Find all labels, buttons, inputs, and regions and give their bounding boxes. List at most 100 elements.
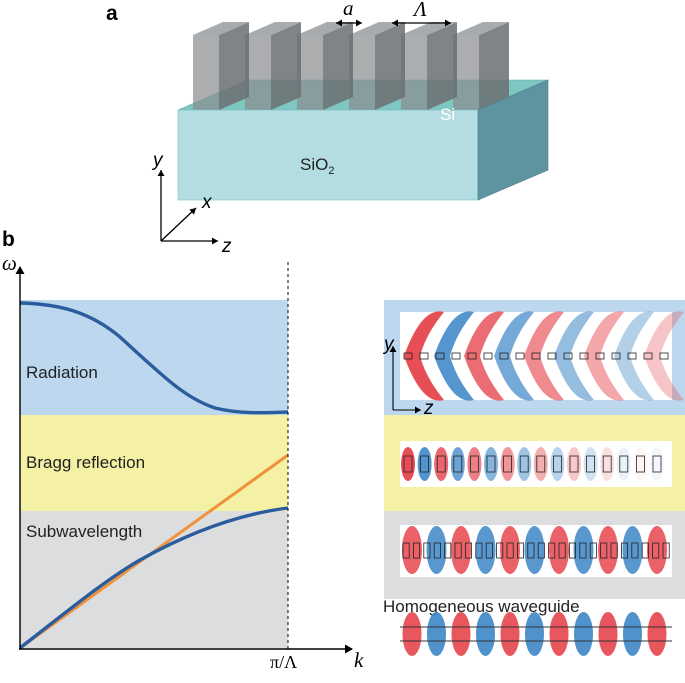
homogeneous-field-lobe <box>427 612 446 656</box>
subwavelength-segment <box>537 542 545 559</box>
homogeneous-field-lobe <box>549 612 569 656</box>
homogeneous-field-lobe <box>647 612 667 656</box>
homogeneous-field-lobe <box>402 612 422 656</box>
bragg-segment <box>619 455 629 473</box>
radiation-lobe <box>434 356 474 401</box>
pitch-label: Λ <box>412 0 427 21</box>
radiation-lobe <box>524 311 564 356</box>
bragg-segment <box>436 455 446 473</box>
bragg-field-lobe <box>434 447 449 481</box>
radiation-region <box>20 300 288 415</box>
silicon-fins <box>193 22 509 110</box>
bragg-segment <box>503 455 513 473</box>
fin-front <box>193 35 219 110</box>
subwavelength-segment <box>454 542 462 559</box>
bragg-field-lobe <box>500 447 515 481</box>
subwavelength-segment <box>589 542 597 559</box>
radiation-field-lobes <box>404 311 684 401</box>
substrate-side-face <box>477 79 549 201</box>
subwavelength-segment <box>631 542 639 559</box>
homogeneous-field-lobe <box>623 612 642 656</box>
bragg-field-lobe <box>650 447 664 481</box>
fin-top <box>245 22 301 35</box>
subwavelength-field-lobe <box>598 526 618 574</box>
subwavelength-segment <box>485 542 493 559</box>
radiation-waveguide-segment <box>611 352 621 360</box>
radiation-lobe <box>644 356 684 401</box>
lower-band-curve <box>18 506 289 650</box>
waveguide-schematic: SiO2 Si a Λ y x z <box>151 0 549 257</box>
panel-b-label: b <box>2 228 15 251</box>
subwavelength-field-lobe <box>426 526 447 574</box>
radiation-waveguide-segment <box>483 352 493 360</box>
bragg-segment <box>569 455 579 473</box>
fin-top <box>193 22 249 35</box>
bragg-segment <box>519 455 529 473</box>
subwavelength-field-lobe <box>402 526 422 574</box>
fin-front <box>245 35 271 110</box>
subwavelength-segment <box>496 542 504 559</box>
radiation-waveguide-segment <box>467 352 477 360</box>
radiation-waveguide-segment <box>643 352 653 360</box>
bragg-segment <box>652 455 662 473</box>
homogeneous-field-lobe <box>598 612 618 656</box>
radiation-lobe <box>614 311 654 356</box>
bragg-segment <box>636 455 645 473</box>
radiation-waveguide-segment <box>563 352 573 360</box>
fin-front <box>401 35 427 110</box>
bragg-field-lobe <box>583 447 598 481</box>
bragg-field-lobe <box>484 447 498 481</box>
fin-front <box>297 35 323 110</box>
subwavelength-segment <box>579 542 587 559</box>
radiation-lobe <box>554 311 594 356</box>
schematic-z-label: z <box>221 236 232 257</box>
radiation-waveguide-segment <box>659 352 669 360</box>
radiation-lobe <box>584 311 624 356</box>
subwavelength-segment <box>548 542 556 559</box>
bragg-field-pattern <box>401 447 664 481</box>
bragg-field-lobe <box>567 447 581 481</box>
si-label: Si <box>440 105 455 124</box>
bragg-field-lobe <box>467 447 482 481</box>
region-label-bragg: Bragg reflection <box>26 453 145 472</box>
fin-side <box>375 22 405 110</box>
radiation-waveguide-segment <box>499 352 509 360</box>
homogeneous-field-lobe <box>451 612 471 656</box>
subwavelength-field-pattern <box>402 526 670 574</box>
radiation-waveguide-segment <box>515 352 525 360</box>
schematic-x-label: x <box>201 192 213 213</box>
upper-band-curve <box>19 301 289 415</box>
radiation-lobe <box>554 356 594 401</box>
bragg-field-lobe <box>633 447 648 481</box>
subwavelength-segment <box>506 542 514 559</box>
bragg-segment <box>403 455 413 473</box>
bragg-segment <box>486 455 496 473</box>
homogeneous-field-pattern <box>402 612 667 656</box>
radiation-waveguide-segment <box>435 352 445 360</box>
subwavelength-segment <box>558 542 566 559</box>
k-label: k <box>354 648 364 672</box>
radiation-waveguide-segment <box>419 352 429 360</box>
radiation-lobe <box>464 311 504 356</box>
radiation-lobe <box>494 356 534 401</box>
region-label-subwavelength: Subwavelength <box>26 522 142 541</box>
bragg-field-lobe <box>533 447 548 481</box>
radiation-lobe <box>494 311 534 356</box>
subwavelength-field-lobe <box>647 526 667 574</box>
bragg-field-lobe <box>401 447 415 481</box>
subwavelength-segment <box>600 542 608 559</box>
bragg-segment <box>420 455 430 473</box>
period-label: a <box>343 0 354 20</box>
subwavelength-segment <box>527 542 535 559</box>
homogeneous-field-lobe <box>500 612 520 656</box>
fin-side <box>427 22 457 110</box>
radiation-waveguide-segment <box>579 352 589 360</box>
bragg-segment <box>553 455 562 473</box>
subwavelength-field-lobe <box>622 526 643 574</box>
bragg-field-lobe <box>550 447 565 481</box>
omega-label: ω <box>2 251 17 275</box>
radiation-waveguide-segment <box>627 352 637 360</box>
substrate-front-face <box>177 109 479 201</box>
panel-a-label: a <box>106 2 118 25</box>
band-diagram: Radiation Bragg reflection Subwavelength… <box>2 251 364 672</box>
